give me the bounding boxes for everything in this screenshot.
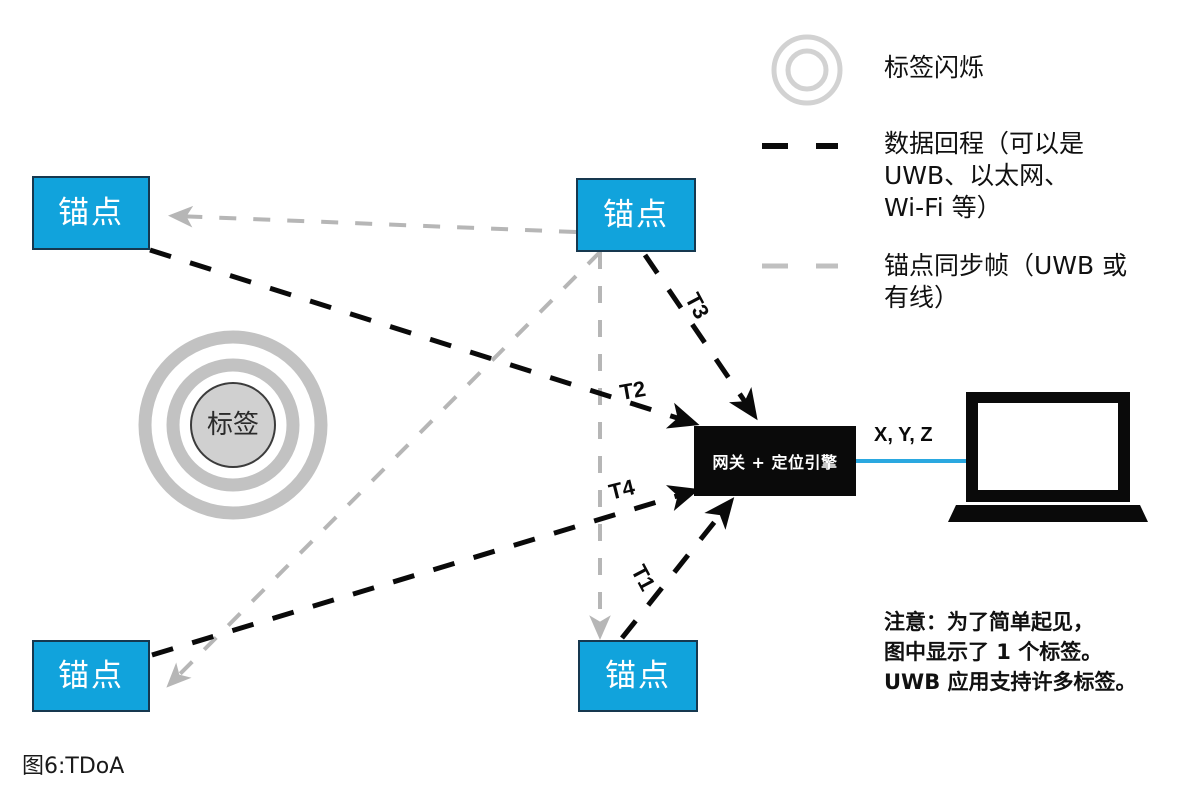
anchor-bottom-left[interactable]: 锚点 — [32, 640, 150, 712]
anchor-bottom-left-label: 锚点 — [58, 657, 124, 694]
anchor-bottom-right-label: 锚点 — [605, 657, 671, 694]
data-line-topright-to-gateway — [642, 253, 758, 421]
legend-item-anchor-sync-label: 锚点同步帧（UWB 或 有线） — [884, 251, 1128, 312]
data-line-bottomleft-to-gateway — [151, 485, 700, 658]
tag-label: 标签 — [206, 410, 259, 440]
anchor-bottom-right[interactable]: 锚点 — [578, 640, 698, 712]
xyz-link-label: X, Y, Z — [874, 424, 933, 446]
tag-blink-arcs-icon — [138, 330, 328, 520]
data-line-topleft-to-gateway — [149, 247, 700, 429]
figure-caption: 图6:TDoA — [22, 754, 125, 779]
sync-line-topright-to-topleft — [168, 205, 577, 234]
legend-tag-blink-icon — [771, 34, 843, 106]
note-block: 注意：为了简单起见， 图中显示了 1 个标签。 UWB 应用支持许多标签。 — [884, 610, 1137, 694]
tag-node[interactable]: 标签 — [190, 382, 276, 468]
anchor-top-left[interactable]: 锚点 — [32, 176, 150, 250]
anchor-top-right-label: 锚点 — [603, 196, 669, 233]
timestamp-label-t2: T2 — [617, 375, 648, 406]
anchor-top-left-label: 锚点 — [58, 194, 124, 231]
anchor-top-right[interactable]: 锚点 — [576, 178, 696, 252]
legend-item-tag-blink-label: 标签闪烁 — [884, 53, 985, 82]
data-line-bottomright-to-gateway — [620, 497, 735, 640]
laptop-icon — [948, 392, 1148, 522]
gateway-positioning-engine[interactable]: 网关 + 定位引擎 — [694, 426, 856, 496]
gateway-label: 网关 + 定位引擎 — [712, 453, 838, 472]
legend-item-data-backhaul-label: 数据回程（可以是 UWB、以太网、 Wi-Fi 等） — [884, 129, 1085, 222]
